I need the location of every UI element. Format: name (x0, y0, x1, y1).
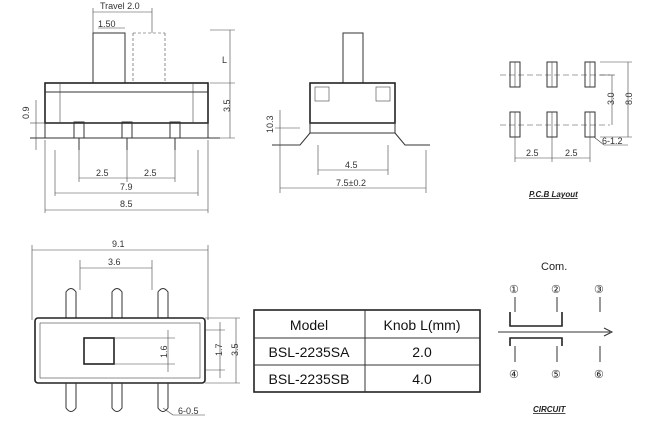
offset-label: 0.9 (21, 106, 31, 119)
side-inner-label: 4.5 (345, 160, 358, 170)
pcb-hole-label: 6-1.2 (602, 136, 623, 146)
pitch1-label: 2.5 (96, 168, 109, 178)
table-row-1-knob: 2.0 (412, 344, 432, 360)
circuit-diagram: Com. ① ② ③ ④ ⑤ ⑥ CIRCUIT (498, 261, 614, 414)
contact-lower (509, 337, 563, 346)
bottom-pin-4 (65, 383, 77, 412)
table-row-2-model: BSL-2235SB (269, 371, 350, 387)
pcb-caption: P.C.B Layout (529, 190, 578, 199)
pcb-row-pitch-label: 3.0 (606, 92, 616, 105)
circuit-pin-1: ① (509, 284, 519, 296)
knob-outline (92, 32, 126, 84)
bottom-pin-3 (157, 288, 169, 318)
bottom-pin-2 (111, 288, 123, 318)
table-header-model: Model (290, 317, 328, 333)
side-knob (342, 32, 364, 84)
pin-1 (73, 121, 85, 139)
side-height-label: 10.3 (265, 115, 275, 133)
side-body (309, 82, 396, 124)
circuit-com-label: Com. (541, 261, 567, 273)
bottom-knob-height-label: 1.6 (159, 345, 169, 358)
outer-width-label: 8.5 (120, 199, 133, 209)
circuit-pin-3: ③ (594, 284, 604, 296)
circuit-caption: CIRCUIT (533, 405, 567, 414)
circuit-pin-6: ⑥ (594, 369, 604, 381)
bottom-center-label: 3.6 (108, 257, 121, 267)
pcb-layout: 3.0 8.0 2.5 2.5 6-1.2 P.C.B Layout (500, 61, 634, 199)
side-view: 10.3 4.5 7.5±0.2 (265, 32, 430, 193)
pitch-top-label: 1.50 (98, 19, 116, 29)
pcb-pitch1-label: 2.5 (526, 148, 539, 158)
table-row-1-model: BSL-2235SA (269, 344, 351, 360)
bottom-body (34, 317, 206, 384)
bottom-view: 9.1 3.6 1.6 1.7 3.5 6-0.5 (31, 239, 240, 416)
bottom-width-label: 9.1 (112, 239, 125, 249)
bottom-pin-5 (111, 383, 123, 412)
contact-upper (509, 312, 563, 327)
side-outer-label: 7.5±0.2 (336, 178, 366, 188)
pcb-outer-pitch-label: 8.0 (624, 92, 634, 105)
knob-length-label: L (222, 55, 227, 65)
pin-size-label: 6-0.5 (178, 406, 199, 416)
inner-width-label: 7.9 (120, 182, 133, 192)
pin-3 (169, 121, 181, 139)
pitch2-label: 2.5 (144, 168, 157, 178)
circuit-pin-4: ④ (509, 369, 519, 381)
switch-body (44, 82, 209, 124)
bottom-knob (83, 337, 115, 365)
table-header-knob: Knob L(mm) (383, 317, 460, 333)
bottom-h1-label: 1.7 (214, 343, 224, 356)
bottom-pin-1 (65, 288, 77, 318)
model-table: Model Knob L(mm) BSL-2235SA 2.0 BSL-2235… (253, 309, 481, 393)
travel-label: Travel 2.0 (100, 1, 140, 11)
bottom-pin-6 (157, 383, 169, 412)
height-label: 3.5 (222, 99, 232, 112)
pcb-pitch2-label: 2.5 (565, 148, 578, 158)
circuit-pin-2: ② (551, 284, 561, 296)
front-view: Travel 2.0 1.50 L 3.5 0.9 2.5 2.5 (21, 1, 235, 213)
circuit-pin-5: ⑤ (551, 369, 561, 381)
bottom-h2-label: 3.5 (230, 343, 240, 356)
pin-2 (121, 121, 133, 139)
table-row-2-knob: 4.0 (412, 371, 432, 387)
